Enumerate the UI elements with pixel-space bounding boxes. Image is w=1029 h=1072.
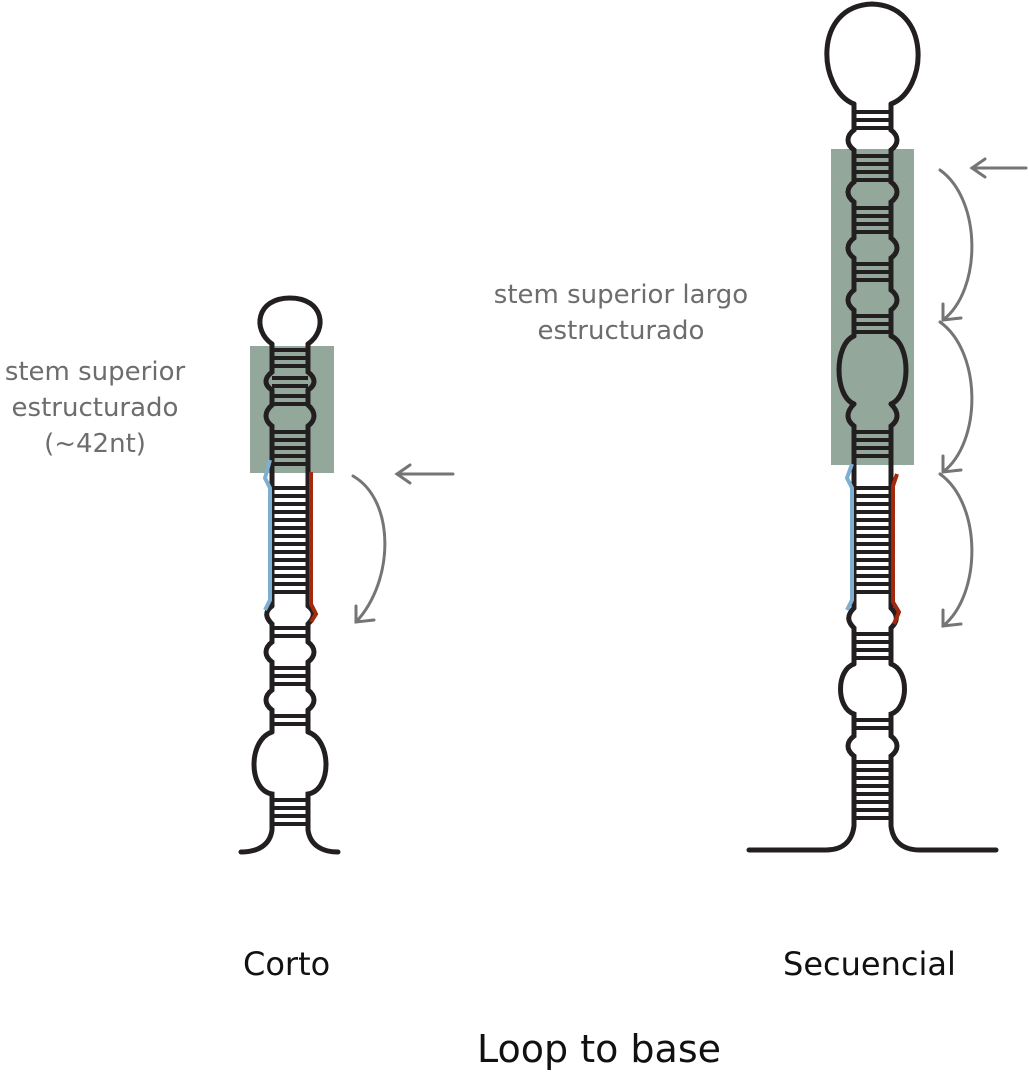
left-curved-arrow bbox=[351, 474, 387, 624]
right-arrows bbox=[938, 157, 1028, 628]
right-hairpin bbox=[746, 1, 999, 853]
right-internal-loop-upper bbox=[836, 333, 909, 407]
right-curved-arrow-3 bbox=[938, 472, 974, 628]
left-arrows bbox=[351, 463, 455, 624]
left-5p-strand bbox=[262, 459, 272, 611]
right-3p-strand bbox=[891, 473, 902, 625]
right-base-pairs bbox=[854, 110, 891, 820]
right-annotation-line-2: estructurado bbox=[537, 316, 705, 346]
right-annotation-line-1: stem superior largo bbox=[493, 280, 749, 310]
right-terminal-loop bbox=[824, 1, 921, 107]
diagram-title: Loop to base bbox=[477, 1027, 722, 1071]
right-annotation: stem superior largo estructurado bbox=[476, 277, 766, 349]
left-base-pairs bbox=[272, 348, 308, 826]
left-internal-loop bbox=[238, 729, 341, 855]
right-upper-stem-highlight bbox=[831, 149, 914, 465]
left-annotation-line-1: stem superior bbox=[4, 357, 186, 387]
right-stem-upper bbox=[845, 101, 900, 339]
left-annotation-line-3: (~42nt) bbox=[44, 429, 146, 459]
left-caption: Corto bbox=[243, 945, 331, 983]
right-curved-arrow-2 bbox=[938, 320, 974, 474]
right-caption: Secuencial bbox=[783, 945, 956, 983]
left-3p-strand bbox=[309, 472, 319, 624]
right-5p-strand bbox=[844, 463, 854, 611]
left-terminal-loop bbox=[257, 295, 323, 347]
right-curved-arrow-1 bbox=[938, 168, 974, 322]
right-stem-middle bbox=[845, 401, 900, 611]
right-internal-loop-lower bbox=[746, 661, 999, 853]
left-annotation: stem superior estructurado (~42nt) bbox=[0, 354, 196, 462]
left-annotation-line-2: estructurado bbox=[11, 393, 179, 423]
